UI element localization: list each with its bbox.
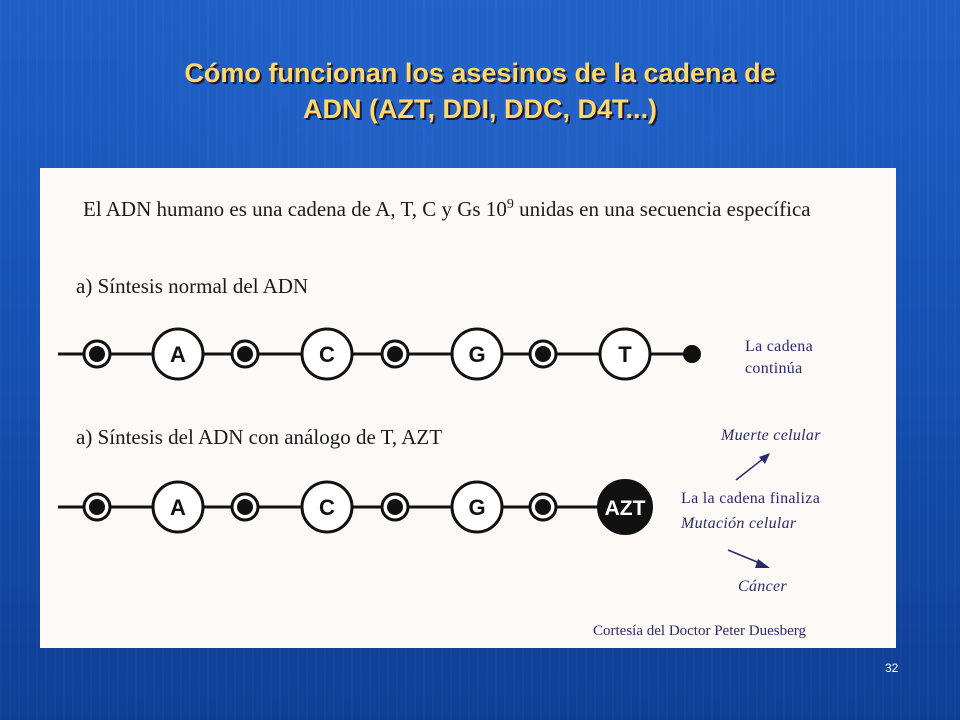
base-t-label: T (618, 342, 632, 367)
outcome-cell-mutation: Mutación celular (681, 515, 797, 532)
outcome-cell-death: Muerte celular (721, 427, 821, 444)
sugar-node (82, 492, 112, 522)
base-g-node: G (450, 327, 504, 381)
intro-text-rest: unidas en una secuencia específica (513, 197, 811, 221)
base-a-node: A (151, 327, 205, 381)
slide-title: Cómo funcionan los asesinos de la cadena… (90, 55, 870, 127)
intro-exponent: 9 (506, 197, 514, 212)
azt-dna-chain: A C G AZT (40, 473, 896, 543)
sugar-node (230, 339, 260, 369)
azt-chain-diagram: A C G AZT (58, 479, 653, 535)
arrow-up-icon (735, 453, 770, 481)
normal-chain-diagram: A C G T (58, 327, 701, 381)
sugar-node (380, 492, 410, 522)
sugar-node (230, 492, 260, 522)
content-panel: El ADN humano es una cadena de A, T, C y… (40, 168, 896, 648)
section-azt-label: a) Síntesis del ADN con análogo de T, AZ… (76, 425, 443, 449)
outcome-cancer: Cáncer (738, 578, 787, 595)
intro-text: El ADN humano es una cadena de A, T, C y… (83, 190, 823, 224)
arrow-down-icon (727, 549, 770, 568)
page-number: 32 (885, 661, 899, 675)
sugar-node (528, 339, 558, 369)
base-g-label: G (468, 495, 485, 520)
azt-node: AZT (597, 479, 653, 535)
base-a-node: A (151, 480, 205, 534)
base-c-label: C (319, 342, 335, 367)
sugar-node (528, 492, 558, 522)
chain-continues-line1: La cadena (745, 338, 813, 355)
sugar-node (380, 339, 410, 369)
credit-line: Cortesía del Doctor Peter Duesberg (593, 623, 806, 639)
title-line-1: Cómo funcionan los asesinos de la cadena… (184, 58, 776, 88)
chain-continues-line2: continúa (745, 360, 803, 377)
chain-terminates-note: La la cadena finaliza (681, 490, 821, 507)
base-c-label: C (319, 495, 335, 520)
base-g-label: G (468, 342, 485, 367)
section-normal-label: a) Síntesis normal del ADN (76, 274, 309, 298)
chain-continues-note: La cadena continúa (745, 336, 813, 380)
base-c-node: C (300, 480, 354, 534)
base-t-node: T (598, 327, 652, 381)
base-c-node: C (300, 327, 354, 381)
chain-end-dot (683, 345, 701, 363)
base-g-node: G (450, 480, 504, 534)
normal-dna-chain: A C G T (40, 320, 896, 390)
intro-text-main: El ADN humano es una cadena de A, T, C y… (83, 197, 507, 221)
sugar-node (82, 339, 112, 369)
azt-label: AZT (605, 497, 646, 520)
base-a-label: A (170, 342, 186, 367)
title-line-2: ADN (AZT, DDI, DDC, D4T...) (303, 94, 657, 124)
base-a-label: A (170, 495, 186, 520)
